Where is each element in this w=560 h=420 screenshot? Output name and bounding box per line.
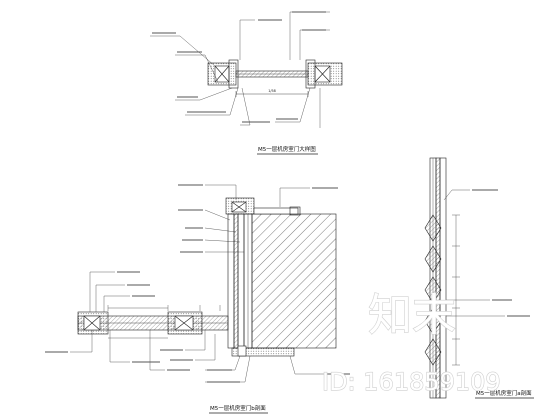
top-drawing-title: M5一层机房室门大样图 [258, 145, 316, 153]
diamond-sections [424, 214, 442, 366]
right-note-marks [472, 189, 530, 317]
hatched-wall-panel [251, 213, 337, 349]
bottom-left-drawing-title: M5一层机房室门b剖面 [210, 404, 266, 412]
top-dimension-label: 1/58 [268, 89, 276, 93]
bottom-left-section-detail [70, 184, 337, 383]
right-drawing-title: M5一层机房室门a剖面 [476, 389, 532, 397]
right-vertical-section-detail [424, 157, 505, 399]
top-note-marks [152, 11, 326, 123]
watermark-id-text: ID: 161859109 [322, 368, 501, 396]
bottom-left-note-marks [45, 184, 350, 383]
top-door-plan-detail [150, 11, 343, 128]
watermark-logo-text: 知末 [368, 290, 456, 341]
